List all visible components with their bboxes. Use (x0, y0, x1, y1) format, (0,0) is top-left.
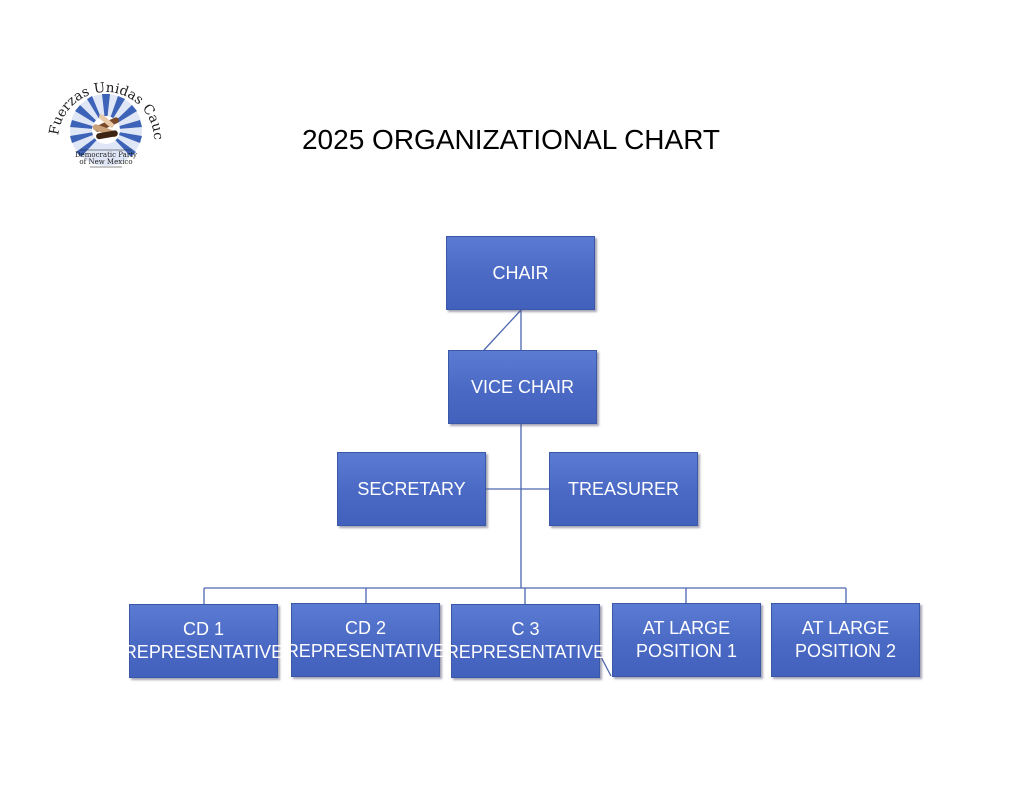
logo-subtitle-1: Democratic Party (75, 151, 137, 159)
connector-chair-vice-diagonal (483, 309, 522, 351)
node-at-large-position-2: AT LARGE POSITION 2 (771, 603, 920, 677)
node-secretary: SECRETARY (337, 452, 486, 526)
connector-c3-stray (599, 654, 612, 677)
node-at-large-position-1: AT LARGE POSITION 1 (612, 603, 761, 677)
node-vice-chair-label: VICE CHAIR (470, 376, 575, 397)
node-at-large-1-line2: POSITION 1 (635, 641, 738, 661)
node-treasurer-label: TREASURER (567, 478, 679, 499)
node-cd1-representative: CD 1 REPRESENTATIVE (124, 604, 283, 678)
page-title: 2025 ORGANIZATIONAL CHART (301, 124, 721, 155)
node-c3-line2: REPRESENTATIVE (445, 642, 606, 662)
node-secretary-label: SECRETARY (357, 478, 466, 499)
node-at-large-2-line1: AT LARGE (801, 618, 890, 638)
joined-hands-icon (92, 114, 119, 140)
node-cd2-line1: CD 2 (344, 618, 386, 638)
node-chair-label: CHAIR (492, 262, 549, 283)
logo-subtitle-2: of New Mexico (79, 158, 132, 166)
node-cd1-line2: REPRESENTATIVE (123, 642, 284, 662)
node-c3-line1: C 3 (511, 619, 540, 639)
node-chair: CHAIR (446, 236, 595, 310)
node-vice-chair: VICE CHAIR (448, 350, 597, 424)
node-cd2-line2: REPRESENTATIVE (285, 641, 446, 661)
node-at-large-2-line2: POSITION 2 (794, 641, 897, 661)
node-treasurer: TREASURER (549, 452, 698, 526)
node-at-large-1-line1: AT LARGE (642, 618, 731, 638)
node-cd2-representative: CD 2 REPRESENTATIVE (286, 603, 445, 677)
node-c3-representative: C 3 REPRESENTATIVE (446, 604, 605, 678)
caucus-logo: Fuerzas Unidas Caucus Democratic Party o… (44, 70, 166, 168)
node-cd1-line1: CD 1 (182, 619, 224, 639)
